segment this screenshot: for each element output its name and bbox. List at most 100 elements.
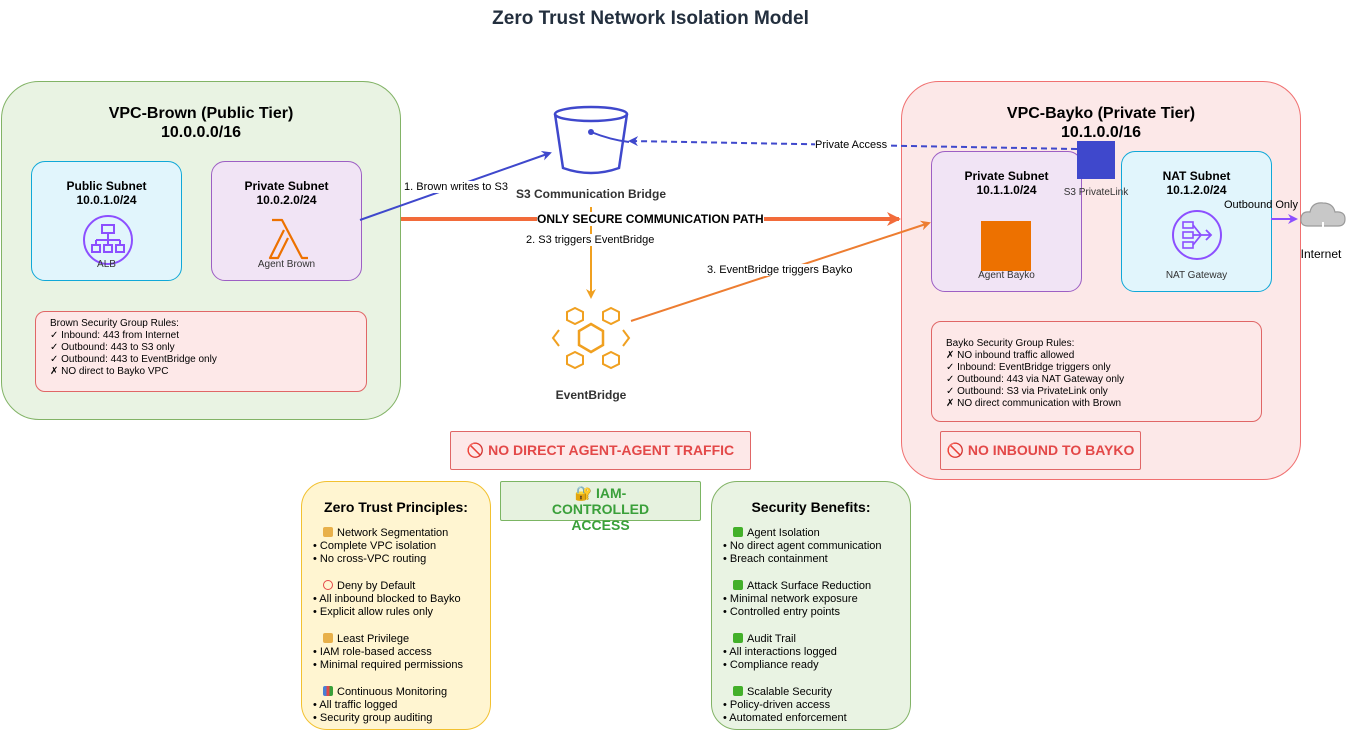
- subnet-name: Private Subnet: [964, 169, 1049, 183]
- check-box-icon: [733, 580, 743, 590]
- nat-gateway-icon: [1172, 210, 1222, 260]
- s3-bucket-icon: [553, 105, 630, 175]
- rules-title: Brown Security Group Rules:: [50, 318, 179, 329]
- principle-group: Least Privilege • IAM role-based access …: [309, 633, 490, 672]
- eventbridge-label: EventBridge: [555, 388, 627, 402]
- prohibited-icon: [323, 580, 333, 590]
- rule-item: ✓ Outbound: 443 via NAT Gateway only: [946, 374, 1125, 385]
- group-item: • No cross-VPC routing: [313, 553, 427, 565]
- security-benefits-panel: Security Benefits: Agent Isolation • No …: [711, 481, 911, 730]
- group-item: • Breach containment: [723, 553, 828, 565]
- s3-privatelink-label: S3 PrivateLink: [1063, 187, 1129, 198]
- edge-label-eb-triggers: 3. EventBridge triggers Bayko: [707, 264, 853, 276]
- group-item: • All interactions logged: [723, 646, 837, 658]
- no-inbound-banner: 🚫 NO INBOUND TO BAYKO: [940, 431, 1141, 470]
- edge-label-secure-path: ONLY SECURE COMMUNICATION PATH: [537, 212, 764, 226]
- subnet-cidr: 10.1.1.0/24: [976, 183, 1037, 197]
- vpc-brown: VPC-Brown (Public Tier) 10.0.0.0/16 Publ…: [1, 81, 401, 420]
- edge-label-private-access: Private Access: [815, 139, 888, 151]
- subnet-cidr: 10.1.2.0/24: [1166, 183, 1227, 197]
- principle-group: Network Segmentation • Complete VPC isol…: [309, 527, 490, 566]
- vpc-bayko-cidr: 10.1.0.0/16: [1060, 124, 1142, 141]
- check-box-icon: [733, 633, 743, 643]
- group-head: Agent Isolation: [747, 527, 820, 539]
- brown-private-subnet: Private Subnet 10.0.2.0/24 Agent Brown: [211, 161, 362, 281]
- group-item: • All traffic logged: [313, 699, 398, 711]
- s3-label: S3 Communication Bridge: [515, 187, 667, 201]
- group-head: Least Privilege: [337, 633, 410, 645]
- s3-privatelink-icon: [1077, 141, 1115, 179]
- group-head: Scalable Security: [747, 686, 832, 698]
- internet-label: Internet: [1300, 247, 1342, 261]
- panel-title: Zero Trust Principles:: [324, 499, 468, 515]
- zero-trust-principles-panel: Zero Trust Principles: Network Segmentat…: [301, 481, 491, 730]
- vpc-brown-name: VPC-Brown (Public Tier): [108, 105, 294, 122]
- bayko-nat-subnet: NAT Subnet 10.1.2.0/24 NAT Gateway: [1121, 151, 1272, 292]
- vpc-brown-cidr: 10.0.0.0/16: [160, 124, 242, 141]
- check-box-icon: [733, 686, 743, 696]
- benefit-group: Attack Surface Reduction • Minimal netwo…: [719, 580, 910, 619]
- rule-item: ✓ Outbound: 443 to S3 only: [50, 342, 175, 353]
- benefit-group: Audit Trail • All interactions logged • …: [719, 633, 910, 672]
- bayko-security-rules: Bayko Security Group Rules: ✗ NO inbound…: [931, 321, 1262, 422]
- diagram-title: Zero Trust Network Isolation Model: [492, 8, 809, 29]
- agent-brown-label: Agent Brown: [257, 259, 316, 270]
- edge-label-brown-writes: 1. Brown writes to S3: [404, 181, 508, 193]
- subnet-cidr: 10.0.2.0/24: [256, 193, 317, 207]
- principle-group: Continuous Monitoring • All traffic logg…: [309, 686, 490, 725]
- agent-bayko-icon: [981, 221, 1031, 271]
- group-item: • Explicit allow rules only: [313, 606, 434, 618]
- edge-label-outbound-only: Outbound Only: [1224, 199, 1298, 211]
- group-head: Attack Surface Reduction: [747, 580, 872, 592]
- group-item: • Minimal required permissions: [313, 659, 463, 671]
- rule-item: ✓ Outbound: 443 to EventBridge only: [50, 354, 217, 365]
- subnet-name: Private Subnet: [244, 179, 329, 193]
- group-item: • Security group auditing: [313, 712, 433, 724]
- eventbridge-icon: [551, 306, 631, 370]
- nat-gateway-label: NAT Gateway: [1165, 270, 1228, 281]
- rule-item: ✗ NO direct to Bayko VPC: [50, 366, 169, 377]
- group-head: Network Segmentation: [337, 527, 449, 539]
- iam-access-banner: 🔐 IAM-CONTROLLED ACCESS: [500, 481, 701, 533]
- bayko-private-subnet: Private Subnet 10.1.1.0/24 Agent Bayko: [931, 151, 1082, 292]
- group-item: • Complete VPC isolation: [313, 540, 437, 552]
- panel-title: Security Benefits:: [751, 499, 871, 515]
- group-item: • Controlled entry points: [723, 606, 840, 618]
- subnet-cidr: 10.0.1.0/24: [76, 193, 137, 207]
- group-head: Continuous Monitoring: [337, 686, 448, 698]
- group-item: • Compliance ready: [723, 659, 819, 671]
- group-head: Audit Trail: [747, 633, 796, 645]
- rule-item: ✓ Inbound: EventBridge triggers only: [946, 362, 1111, 373]
- internet-cloud-icon: [1300, 202, 1346, 236]
- agent-bayko-label: Agent Bayko: [978, 270, 1035, 281]
- bar-chart-icon: [323, 686, 333, 696]
- group-item: • IAM role-based access: [313, 646, 432, 658]
- rule-item: ✓ Outbound: S3 via PrivateLink only: [946, 386, 1108, 397]
- check-box-icon: [733, 527, 743, 537]
- lock-icon: [323, 527, 333, 537]
- lambda-icon: [268, 218, 308, 260]
- subnet-name: NAT Subnet: [1162, 169, 1231, 183]
- benefit-group: Agent Isolation • No direct agent commun…: [719, 527, 910, 566]
- principle-group: Deny by Default • All inbound blocked to…: [309, 580, 490, 619]
- group-item: • No direct agent communication: [723, 540, 882, 552]
- group-item: • Minimal network exposure: [723, 593, 858, 605]
- benefit-group: Scalable Security • Policy-driven access…: [719, 686, 910, 725]
- subnet-name: Public Subnet: [66, 179, 147, 193]
- brown-security-rules: Brown Security Group Rules: ✓ Inbound: 4…: [35, 311, 367, 392]
- group-head: Deny by Default: [337, 580, 416, 592]
- lock-icon: [323, 633, 333, 643]
- group-item: • All inbound blocked to Bayko: [313, 593, 461, 605]
- brown-public-subnet: Public Subnet 10.0.1.0/24 ALB: [31, 161, 182, 281]
- alb-icon: [83, 215, 133, 265]
- rule-item: ✗ NO direct communication with Brown: [946, 398, 1122, 409]
- no-direct-traffic-banner: 🚫 NO DIRECT AGENT-AGENT TRAFFIC: [450, 431, 751, 470]
- rules-title: Bayko Security Group Rules:: [946, 338, 1075, 349]
- alb-label: ALB: [97, 259, 116, 270]
- edge-label-s3-triggers: 2. S3 triggers EventBridge: [526, 234, 655, 246]
- group-item: • Automated enforcement: [723, 712, 847, 724]
- rule-item: ✗ NO inbound traffic allowed: [946, 350, 1075, 361]
- group-item: • Policy-driven access: [723, 699, 831, 711]
- rule-item: ✓ Inbound: 443 from Internet: [50, 330, 180, 341]
- vpc-bayko-name: VPC-Bayko (Private Tier): [1006, 105, 1196, 122]
